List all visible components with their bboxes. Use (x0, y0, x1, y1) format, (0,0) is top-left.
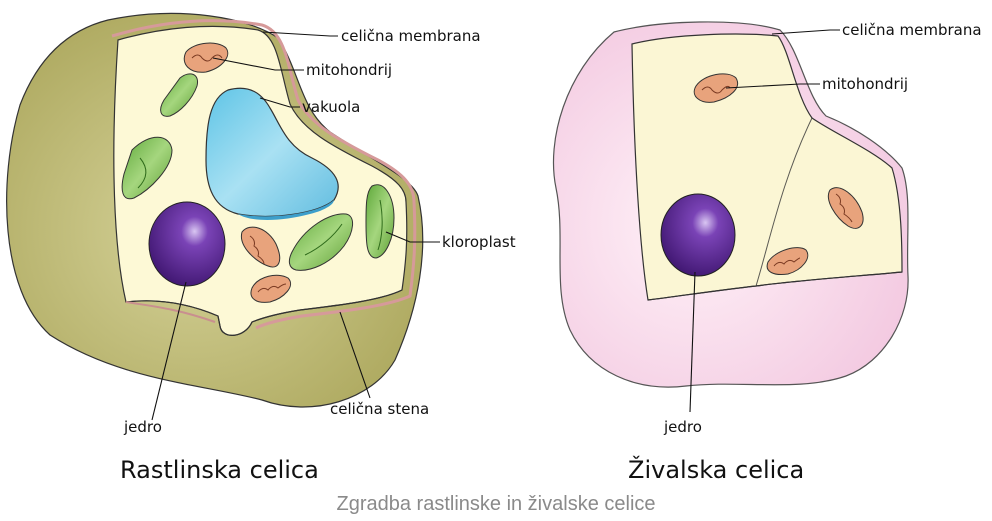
animal-title: Živalska celica (628, 455, 804, 484)
plant-label-nucleus: jedro (123, 418, 162, 436)
plant-title: Rastlinska celica (120, 456, 319, 484)
plant-label-chloroplast: kloroplast (442, 233, 516, 251)
plant-nucleus (149, 202, 225, 286)
plant-label-membrane: celična membrana (341, 27, 481, 45)
plant-label-mitochondrion: mitohondrij (306, 61, 392, 79)
animal-label-membrane: celična membrana (842, 21, 982, 39)
plant-label-wall: celična stena (330, 400, 429, 418)
plant-label-vacuole: vakuola (302, 98, 360, 116)
animal-label-mitochondrion: mitohondrij (822, 75, 908, 93)
plant-cell: celična membrana mitohondrij vakuola klo… (7, 13, 516, 484)
animal-nucleus (661, 194, 735, 276)
figure-caption: Zgradba rastlinske in živalske celice (336, 493, 655, 515)
animal-cell: celična membrana mitohondrij jedro Žival… (553, 21, 981, 484)
animal-label-nucleus: jedro (663, 418, 702, 436)
